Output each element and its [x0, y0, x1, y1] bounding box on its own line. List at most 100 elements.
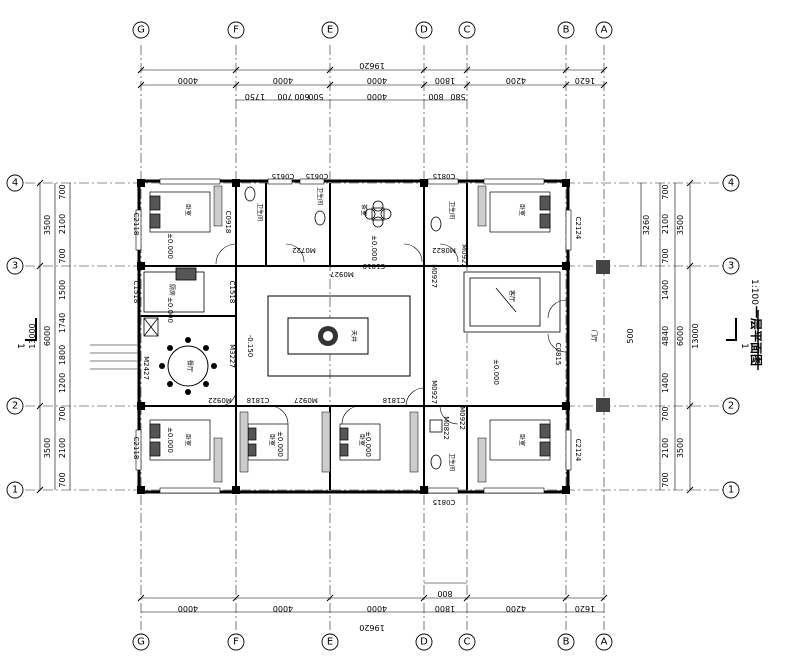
svg-text:4000: 4000 — [367, 604, 387, 613]
level-mark-5: ±0.000 — [276, 431, 284, 457]
svg-text:700: 700 — [58, 248, 67, 263]
svg-text:2100: 2100 — [58, 438, 67, 458]
svg-text:4000: 4000 — [273, 604, 293, 613]
svg-text:500: 500 — [626, 328, 635, 343]
axis-label-3-right: 3 — [728, 261, 734, 272]
structural-columns — [137, 179, 610, 494]
axis-label-C-top: C — [464, 25, 471, 36]
drawing-title-text: 一层平面图 — [749, 306, 763, 366]
beds — [149, 191, 551, 461]
exterior-walls — [137, 179, 570, 494]
svg-text:1800: 1800 — [435, 604, 455, 613]
dim-main-3: 4000 — [367, 76, 387, 85]
room-label-bathroom-4: 卫生间 — [448, 453, 456, 471]
svg-text:4840: 4840 — [661, 326, 670, 346]
bathroom-fixtures — [244, 186, 443, 470]
svg-text:700: 700 — [58, 184, 67, 199]
drawing-title: 一层平面图 1:100 — [749, 279, 763, 370]
axis-bubble-G-top — [132, 21, 150, 39]
code-M1227: M2427 — [142, 356, 150, 380]
code-C1818-top: C1818 — [363, 262, 386, 270]
axis-label-2-right: 2 — [728, 401, 734, 412]
svg-text:2100: 2100 — [661, 214, 670, 234]
svg-text:1740: 1740 — [58, 313, 67, 333]
room-label-bedroom-2: 卧室 — [184, 434, 192, 446]
axis-label-A-bottom: A — [601, 637, 608, 648]
axis-bubble-E-top — [321, 21, 339, 39]
code-M3227: C0815 — [554, 343, 562, 366]
axis-label-G-top: G — [137, 25, 145, 36]
axis-label-F-top: F — [233, 25, 239, 36]
svg-text:3500: 3500 — [676, 438, 685, 458]
code-C1518-1: C1518 — [132, 281, 140, 304]
code-C0918: C0918 — [224, 211, 232, 234]
axis-label-A-top: A — [601, 25, 608, 36]
code-C2118-2: C2118 — [132, 437, 140, 460]
dim-main-5: 4200 — [506, 76, 526, 85]
svg-text:1500: 1500 — [58, 280, 67, 300]
section-marker-right: 1 — [739, 343, 749, 349]
svg-text:1200: 1200 — [58, 373, 67, 393]
room-label-courtyard: 天井 — [350, 330, 358, 342]
wardrobes — [213, 185, 487, 483]
room-label-bedroom-6: 卧室 — [358, 434, 366, 446]
code-M0927-2: M0927 — [430, 264, 438, 288]
dim-sub-bottom: 800 — [437, 589, 452, 598]
svg-text:3260: 3260 — [642, 215, 651, 235]
svg-text:1400: 1400 — [661, 280, 670, 300]
level-mark-8: -0.150 — [246, 335, 254, 358]
svg-text:6000: 6000 — [43, 326, 52, 346]
door-swings — [215, 243, 567, 425]
svg-text:700: 700 — [661, 406, 670, 421]
code-M0822-bottom: M0822 — [442, 416, 450, 440]
room-label-tea: 茶室 — [360, 204, 368, 216]
dim-main-2: 4000 — [273, 76, 293, 85]
living-room-sofa — [463, 271, 561, 333]
tea-table — [364, 200, 392, 228]
section-marker — [25, 318, 737, 341]
axis-label-E-bottom: E — [327, 637, 333, 648]
axis-label-C-bottom: C — [464, 637, 471, 648]
code-C2124-1: C2124 — [574, 217, 582, 240]
room-label-bathroom-1: 卫生间 — [256, 203, 264, 221]
code-C1518-2: C1518 — [228, 281, 236, 304]
axis-label-G-bottom: G — [137, 637, 145, 648]
dim-right-overall: 13000 — [691, 323, 700, 348]
room-label-living: 客厅 — [508, 290, 516, 302]
axis-label-1-right: 1 — [728, 485, 734, 496]
code-M2427: M3227 — [228, 344, 236, 368]
dim-sub-6: 800 — [428, 92, 443, 101]
windows — [135, 178, 572, 494]
dim-main-1: 4000 — [178, 76, 198, 85]
svg-text:700: 700 — [661, 184, 670, 199]
axis-grid — [25, 45, 740, 630]
svg-text:4200: 4200 — [506, 604, 526, 613]
dim-overall-top: 19620 — [359, 61, 384, 70]
svg-text:1620: 1620 — [575, 604, 595, 613]
code-C1818-2: C1818 — [383, 396, 406, 404]
code-C1818-1: C1818 — [247, 396, 270, 404]
axis-label-D-top: D — [420, 25, 428, 36]
level-mark-3: ±0.000 — [492, 359, 500, 385]
axis-label-E-top: E — [327, 25, 333, 36]
code-C0815-bottom: C0815 — [433, 498, 456, 506]
svg-text:3500: 3500 — [676, 215, 685, 235]
room-label-bedroom-5: 卧室 — [268, 434, 276, 446]
code-M0922-3: M0922 — [458, 406, 466, 430]
dim-main-6: 1620 — [575, 76, 595, 85]
level-mark-7: ±0.000 — [166, 427, 174, 453]
dim-sub-1: 1750 — [245, 92, 265, 101]
code-M0927-4: M0927 — [430, 380, 438, 404]
courtyard — [267, 295, 411, 377]
level-mark-1: ±0.000 — [166, 233, 174, 259]
svg-text:2100: 2100 — [58, 214, 67, 234]
level-mark-2: ±0.000 — [166, 297, 174, 323]
axis-label-F-bottom: F — [233, 637, 239, 648]
axis-label-B-top: B — [563, 25, 570, 36]
axis-bubble-A-top — [595, 21, 613, 39]
svg-text:1400: 1400 — [661, 373, 670, 393]
section-marker-left: 1 — [15, 343, 25, 349]
svg-text:700: 700 — [661, 248, 670, 263]
room-label-dining: 餐厅 — [186, 360, 194, 372]
